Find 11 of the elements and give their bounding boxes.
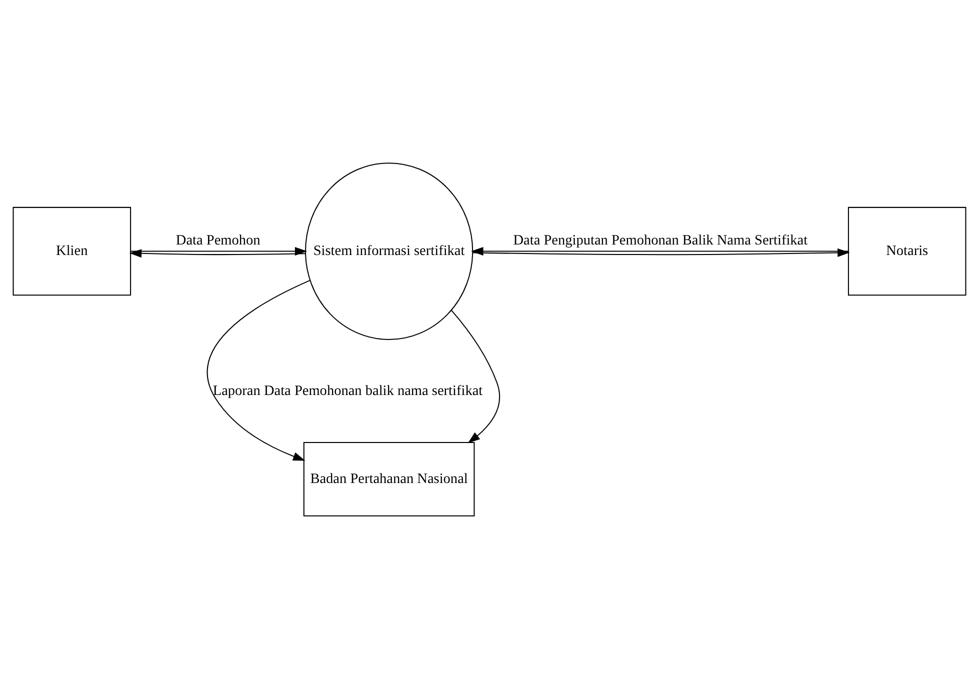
- arrow: [130, 247, 308, 256]
- edge-label: Data Pengiputan Pemohonan Balik Nama Sertifikat: [513, 232, 808, 248]
- node-box: Klien: [12, 206, 132, 296]
- arrow: [451, 310, 500, 444]
- edge-label: Laporan Data Pemohonan balik nama sertifikat: [212, 382, 483, 399]
- node-box: Notaris: [848, 206, 966, 296]
- arrow: [206, 280, 310, 461]
- arrow: [129, 249, 306, 258]
- edge-label: Data Pemohon: [176, 232, 260, 248]
- node-box: Badan Pertahanan Nasional: [303, 442, 475, 516]
- node-circle: Sistem informasi sertifikat: [304, 162, 474, 340]
